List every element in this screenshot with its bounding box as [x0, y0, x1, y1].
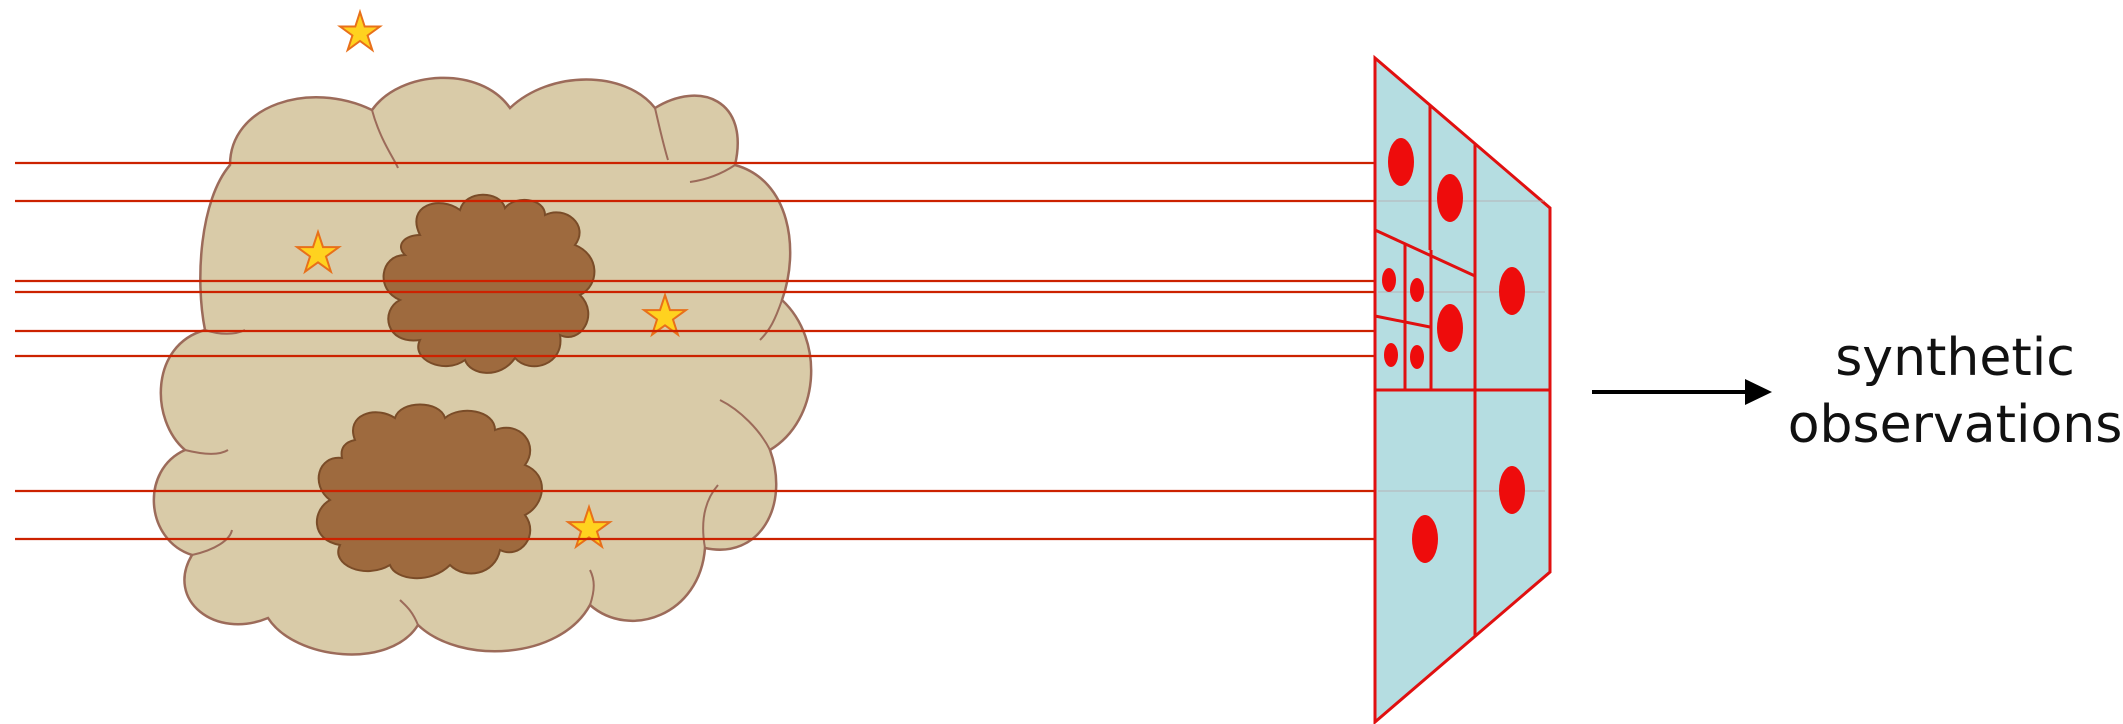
- pixel-dot: [1410, 278, 1424, 302]
- star-icon: [294, 228, 342, 275]
- stars: [294, 8, 689, 550]
- cloud-fold: [371, 109, 399, 169]
- cloud-fold: [191, 529, 233, 556]
- dense-core-upper: [382, 193, 596, 374]
- cloud-fold: [184, 449, 229, 455]
- star-icon: [565, 503, 613, 550]
- pixel-dot: [1437, 304, 1463, 352]
- cloud-fold: [689, 164, 736, 183]
- cloud-fold: [589, 569, 595, 606]
- cloud-fold: [399, 599, 419, 626]
- pixel-dot: [1410, 345, 1424, 369]
- caption-line-1: synthetic: [1835, 328, 2075, 388]
- pixel-dot: [1499, 267, 1525, 315]
- cloud-fold: [759, 299, 783, 341]
- pixel-dot: [1499, 466, 1525, 514]
- caption-line-2: observations: [1788, 395, 2123, 455]
- star-icon: [641, 291, 689, 338]
- pixel-dot: [1384, 343, 1398, 367]
- arrow-right-icon: [1592, 379, 1772, 405]
- pixel-dot: [1382, 268, 1396, 292]
- pixel-dot: [1388, 138, 1414, 186]
- cloud-fold: [654, 107, 669, 161]
- screen-grid: [1374, 106, 1550, 636]
- pixel-dots: [1382, 138, 1525, 563]
- rays: [15, 161, 1375, 541]
- pixel-dot: [1412, 515, 1438, 563]
- cloud-fold: [702, 484, 719, 549]
- image-plane: [1373, 54, 1552, 724]
- star-icon: [337, 8, 383, 53]
- cloud-fold: [719, 399, 771, 451]
- pixel-dot: [1437, 174, 1463, 222]
